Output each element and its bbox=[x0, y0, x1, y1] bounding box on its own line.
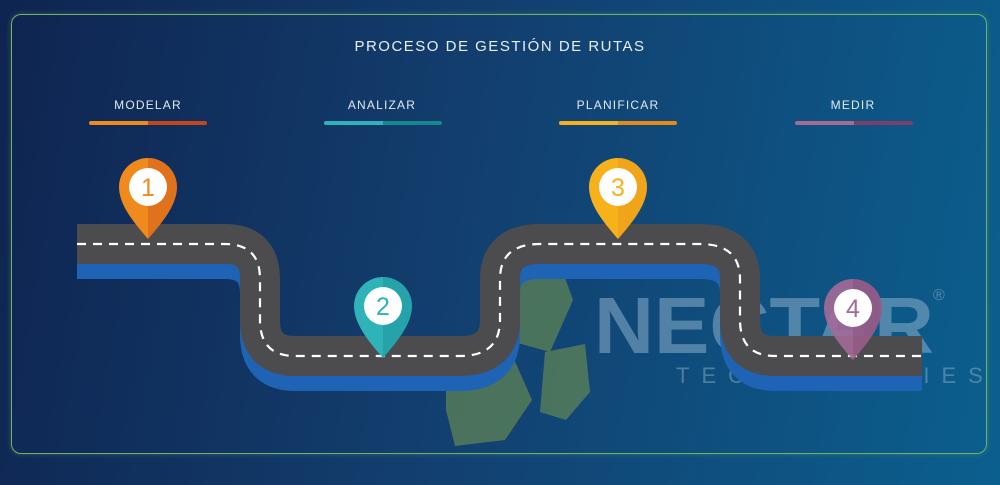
road-center-line bbox=[77, 242, 922, 358]
pin-badge bbox=[129, 168, 167, 206]
pin-badge bbox=[834, 289, 872, 327]
step-label-modelar: MODELAR bbox=[114, 98, 182, 112]
step-label-medir: MEDIR bbox=[830, 98, 876, 112]
step-label-planificar: PLANIFICAR bbox=[576, 98, 660, 112]
pin-badge bbox=[599, 168, 637, 206]
step-bar-planificar bbox=[559, 121, 677, 125]
watermark-hex bbox=[540, 344, 590, 420]
diagram-frame bbox=[11, 14, 987, 454]
pin-number-4: 4 bbox=[846, 295, 860, 323]
road bbox=[77, 224, 922, 391]
pin-step-3: 3 bbox=[589, 158, 647, 239]
pin-step-4: 4 bbox=[824, 279, 882, 360]
step-bar-modelar bbox=[89, 121, 207, 125]
step-bar-analizar bbox=[324, 121, 442, 125]
watermark-registered: ® bbox=[933, 287, 945, 304]
step-bar-medir bbox=[795, 121, 913, 125]
step-label-analizar: ANALIZAR bbox=[347, 98, 417, 112]
pin-number-1: 1 bbox=[141, 174, 155, 202]
pin-number-3: 3 bbox=[611, 174, 625, 202]
pin-step-2: 2 bbox=[354, 277, 412, 358]
pin-number-2: 2 bbox=[376, 293, 390, 321]
page-title: PROCESO DE GESTIÓN DE RUTAS bbox=[354, 38, 646, 55]
pin-step-1: 1 bbox=[119, 158, 177, 239]
pin-badge bbox=[364, 287, 402, 325]
